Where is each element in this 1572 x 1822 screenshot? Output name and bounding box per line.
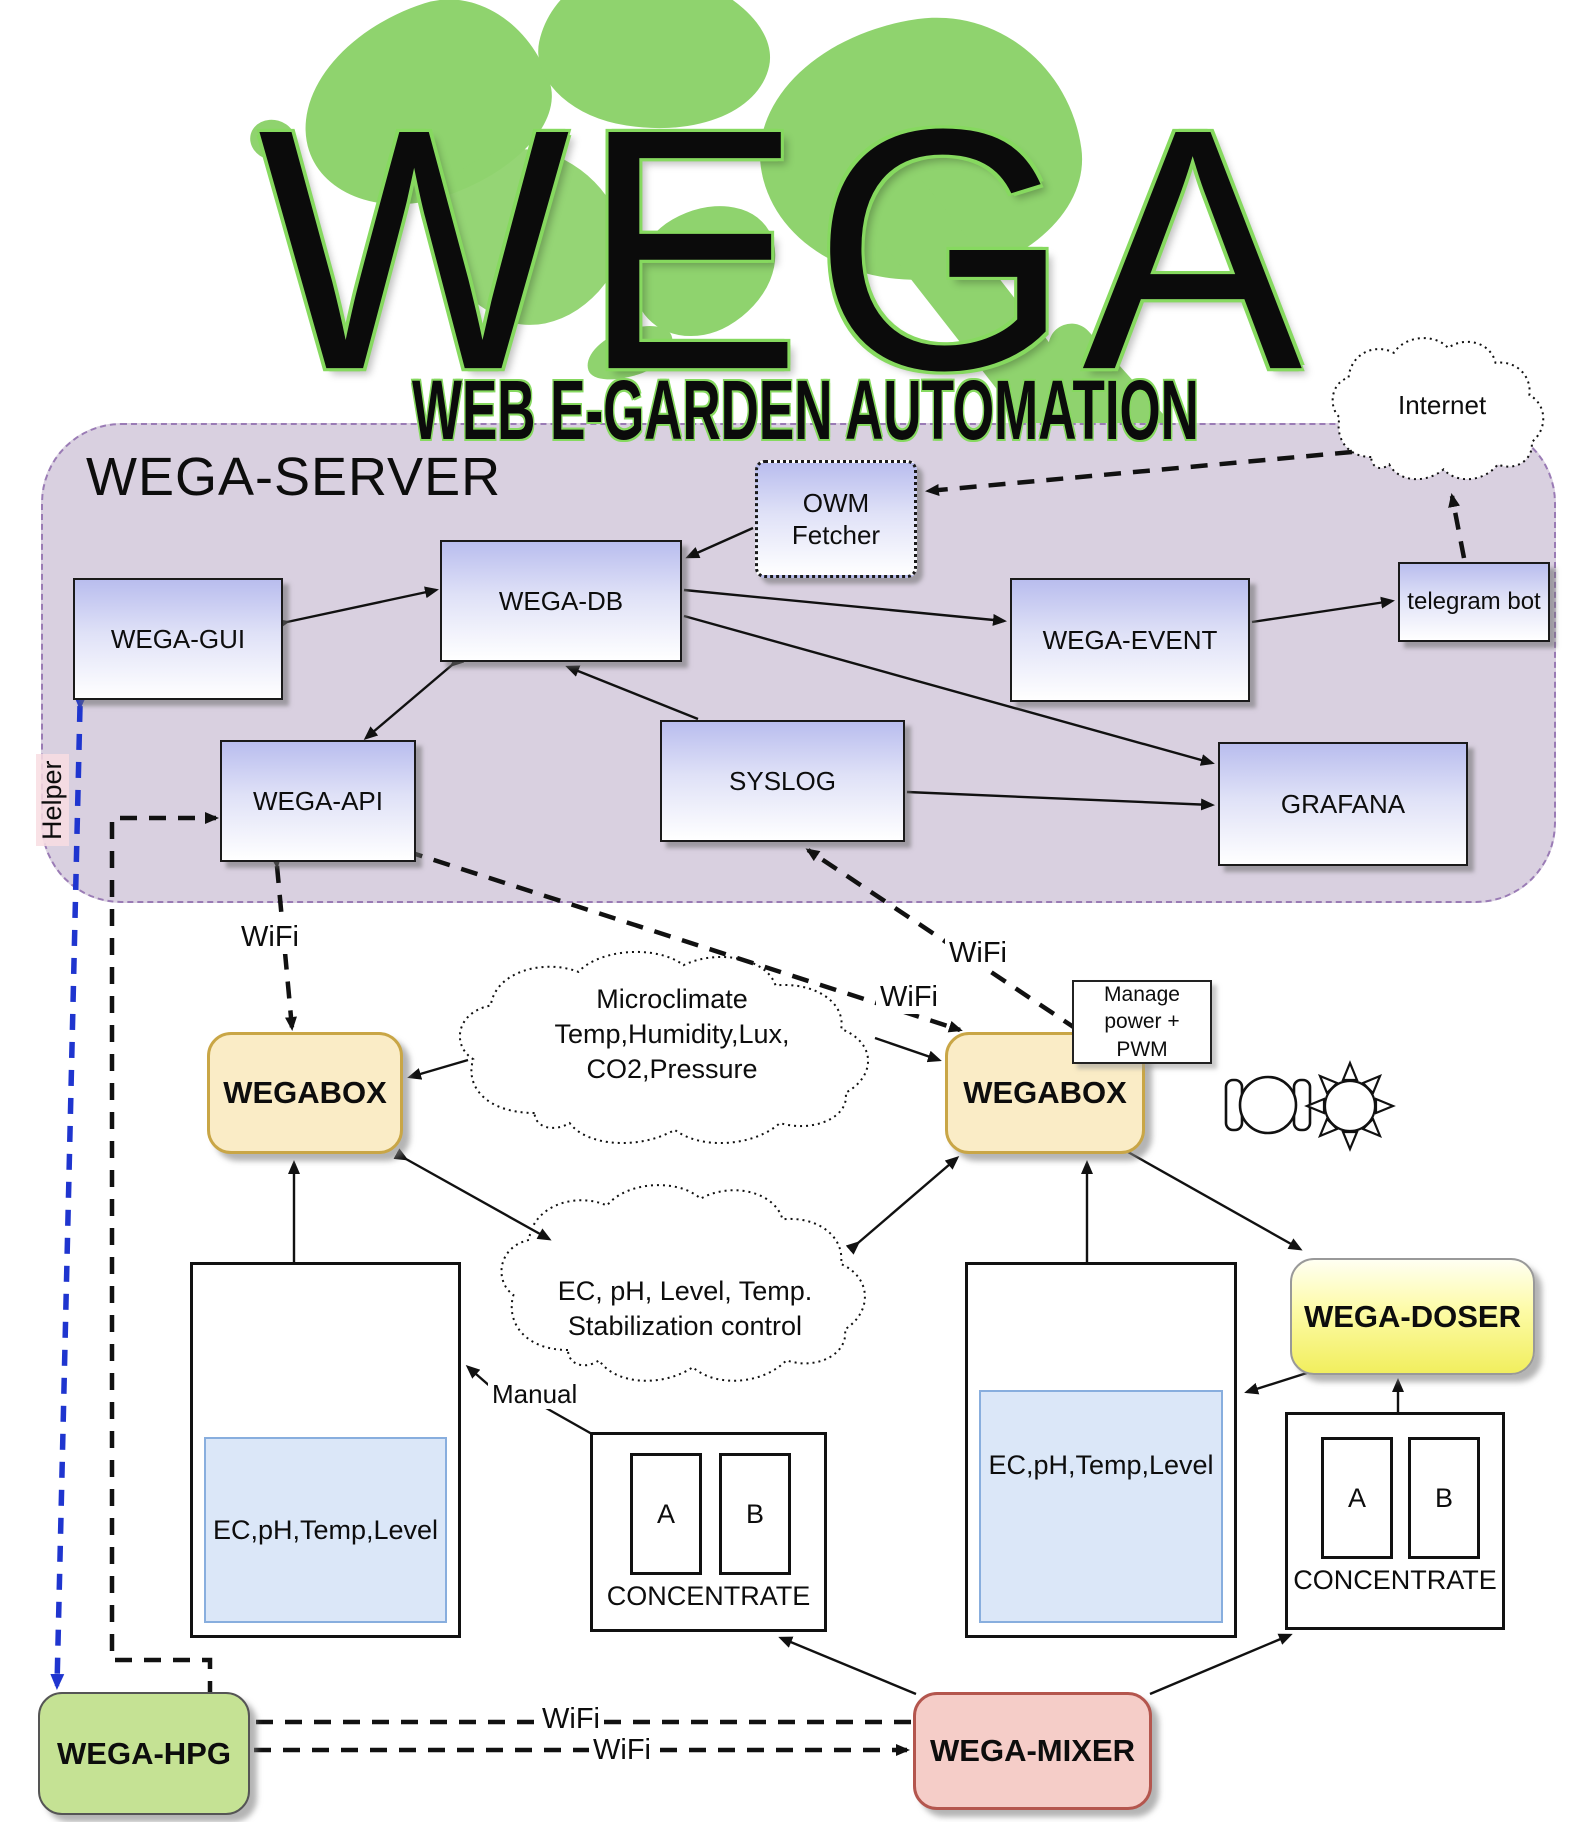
- node-wega-gui: WEGA-GUI: [73, 578, 283, 700]
- bottle-b: B: [1408, 1437, 1480, 1559]
- microclimate-cloud-text: Microclimate Temp,Humidity,Lux, CO2,Pres…: [554, 984, 790, 1085]
- tank-left-water: EC,pH,Temp,Level: [204, 1437, 447, 1623]
- stabilization-cloud: [501, 1185, 864, 1381]
- wegabox-left: WEGABOX: [207, 1032, 403, 1154]
- link-wegaboxright-doser: [1127, 1150, 1303, 1251]
- node-wega-api: WEGA-API: [220, 740, 416, 862]
- node-label: GRAFANA: [1280, 788, 1406, 819]
- device-label: WEGABOX: [963, 1075, 1127, 1110]
- link-syslog-db: [565, 665, 699, 721]
- concentrate-title: CONCENTRATE: [1293, 1565, 1497, 1595]
- wifi-link-api-wegaboxright: [393, 841, 963, 1033]
- tank-right-label: EC,pH,Temp,Level: [988, 1450, 1214, 1480]
- link-db-api: [363, 653, 465, 740]
- node-label: Fetcher: [791, 520, 881, 550]
- link-mixer-concright: [1149, 1633, 1293, 1696]
- link-stabilization-wegaboxright: [845, 1156, 960, 1255]
- device-label: WEGABOX: [223, 1075, 387, 1110]
- link-microclimate-wegaboxright: [874, 1036, 942, 1063]
- helper-label: Helper: [36, 754, 69, 846]
- manual-label: Manual: [488, 1380, 582, 1409]
- node-label: WEGA-API: [252, 785, 383, 816]
- device-label: WEGA-MIXER: [930, 1733, 1135, 1768]
- link-telegram-internet: [1448, 493, 1467, 559]
- link-db-event: [683, 588, 1007, 626]
- wifi-link-mixer-api: [109, 812, 911, 1725]
- concentrate-left: A B CONCENTRATE: [590, 1432, 827, 1632]
- link-event-telegram: [1251, 596, 1395, 624]
- wifi-label: WiFi: [237, 921, 303, 954]
- internet-cloud: [1333, 338, 1544, 479]
- wifi-label: WiFi: [589, 1734, 655, 1767]
- node-wega-db: WEGA-DB: [440, 540, 682, 662]
- node-label: telegram bot: [1407, 588, 1541, 615]
- node-owm-fetcher: OWM Fetcher: [755, 460, 917, 578]
- device-label: WEGA-HPG: [57, 1735, 231, 1771]
- device-label: WEGA-DOSER: [1304, 1298, 1521, 1334]
- link-internet-owm: [925, 449, 1353, 496]
- node-label: SYSLOG: [729, 765, 836, 796]
- wifi-label: WiFi: [945, 937, 1011, 970]
- link-db-grafana: [683, 614, 1215, 766]
- node-telegram-bot: telegram bot: [1398, 562, 1550, 642]
- wifi-link-wegaboxright-syslog: [805, 848, 1080, 1032]
- node-wega-event: WEGA-EVENT: [1010, 578, 1250, 702]
- logo-wega: WEGA: [258, 57, 1315, 441]
- fan-icon: [1224, 1075, 1312, 1135]
- node-label: OWM: [802, 487, 870, 518]
- node-label: WEGA-GUI: [110, 623, 246, 654]
- wega-doser: WEGA-DOSER: [1290, 1258, 1535, 1375]
- link-mixer-concleft: [778, 1636, 917, 1696]
- concentrate-right: A B CONCENTRATE: [1285, 1412, 1505, 1630]
- logo-subtitle: Web e-garden automation: [412, 363, 1199, 457]
- bottle-b: B: [719, 1453, 791, 1575]
- node-label: WEGA-DB: [498, 585, 624, 616]
- concentrate-title: CONCENTRATE: [606, 1581, 811, 1611]
- wega-mixer: WEGA-MIXER: [913, 1692, 1152, 1810]
- internet-label: Internet: [1398, 390, 1487, 420]
- node-grafana: GRAFANA: [1218, 742, 1468, 866]
- tank-right-water: EC,pH,Temp,Level: [979, 1390, 1223, 1623]
- link-manual-concleft: [545, 1406, 593, 1436]
- wifi-label: WiFi: [876, 981, 942, 1014]
- link-owm-db: [685, 526, 754, 559]
- manage-power-label: Manage power +: [1104, 983, 1180, 1034]
- sun-icon: [1304, 1060, 1396, 1152]
- link-syslog-grafana: [906, 790, 1215, 811]
- bottle-a: A: [630, 1453, 702, 1575]
- link-microclimate-wegaboxleft: [407, 1058, 469, 1080]
- link-gui-db: [274, 586, 439, 631]
- node-syslog: SYSLOG: [660, 720, 905, 842]
- manage-power-box: Manage power + PWM: [1072, 980, 1212, 1064]
- wifi-label: WiFi: [538, 1703, 604, 1736]
- link-doser-tankright: [1244, 1370, 1311, 1395]
- wegabox-right: WEGABOX: [945, 1032, 1145, 1154]
- wega-hpg: WEGA-HPG: [38, 1692, 250, 1815]
- bottle-a: A: [1321, 1437, 1393, 1559]
- helper-link-gui-hpg: [50, 693, 88, 1690]
- stabilization-cloud-text: EC, pH, Level, Temp. Stabilization contr…: [557, 1276, 813, 1342]
- node-label: WEGA-EVENT: [1042, 624, 1218, 655]
- server-title: WEGA-SERVER: [86, 447, 502, 507]
- tank-left-label: EC,pH,Temp,Level: [212, 1514, 439, 1545]
- link-stabilization-wegaboxleft: [393, 1148, 552, 1241]
- manage-power-label: PWM: [1116, 1037, 1168, 1061]
